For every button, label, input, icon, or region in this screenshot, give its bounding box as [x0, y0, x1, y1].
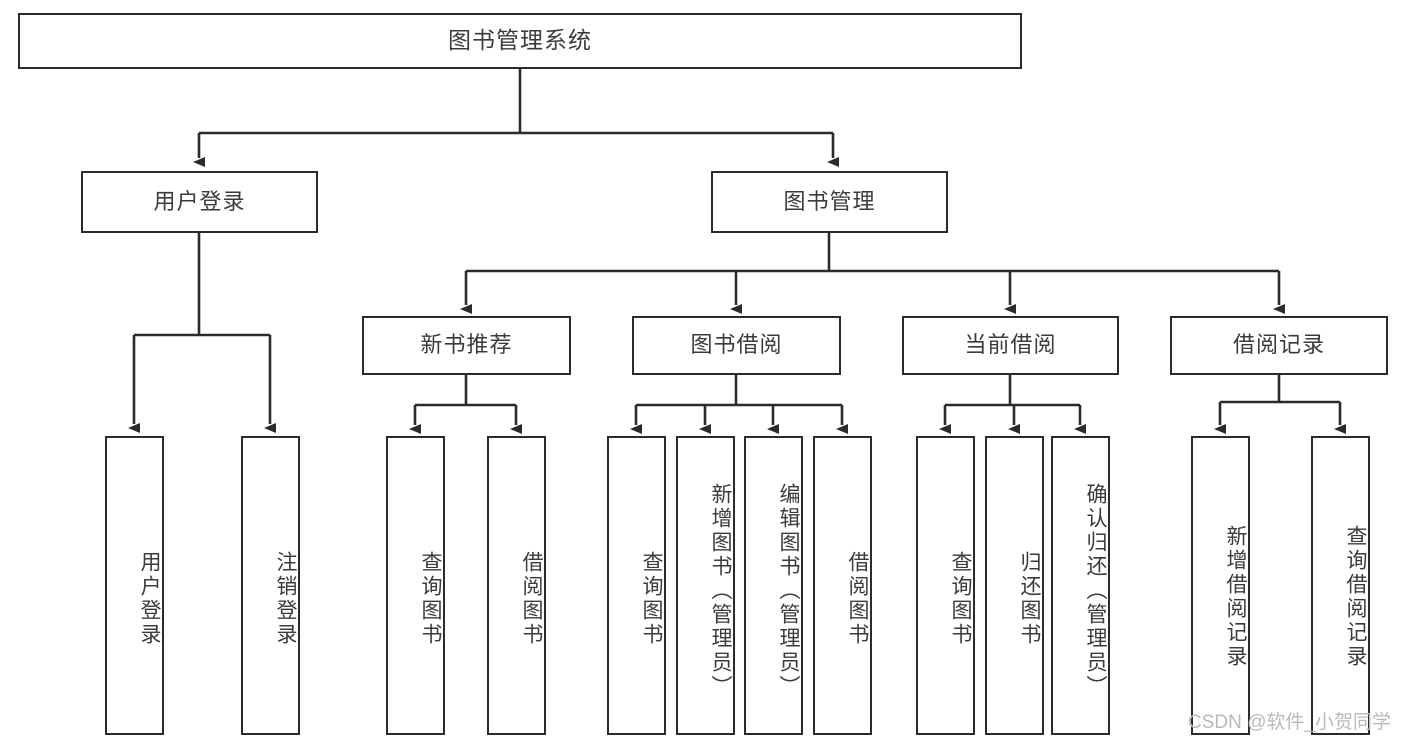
node-leaf-confirm-return-admin[interactable]: 确认归还（管理员）: [1051, 436, 1110, 735]
node-leaf-borrow-book-label: 借阅图书: [846, 550, 869, 647]
node-leaf-query-book-current[interactable]: 查询图书: [916, 436, 975, 735]
node-new-book-recommend[interactable]: 新书推荐: [362, 316, 571, 375]
node-leaf-user-logout-label: 注销登录: [274, 550, 297, 647]
node-leaf-query-borrow-record[interactable]: 查询借阅记录: [1311, 436, 1370, 735]
node-root-label: 图书管理系统: [448, 27, 592, 54]
node-leaf-query-book-recommend[interactable]: 查询图书: [386, 436, 445, 735]
node-leaf-query-book-current-label: 查询图书: [949, 550, 972, 647]
node-user-login[interactable]: 用户登录: [81, 171, 318, 233]
node-leaf-add-borrow-record-label: 新增借阅记录: [1224, 524, 1247, 669]
node-book-management-label: 图书管理: [783, 188, 876, 214]
csdn-watermark: CSDN @软件_小贺同学: [1188, 712, 1391, 733]
node-leaf-borrow-book[interactable]: 借阅图书: [813, 436, 872, 735]
node-current-borrow[interactable]: 当前借阅: [902, 316, 1119, 375]
node-root[interactable]: 图书管理系统: [18, 13, 1022, 69]
node-leaf-return-book-label: 归还图书: [1018, 550, 1041, 647]
node-leaf-query-book-borrow[interactable]: 查询图书: [607, 436, 666, 735]
node-user-login-label: 用户登录: [153, 188, 246, 214]
node-leaf-borrow-book-recommend[interactable]: 借阅图书: [487, 436, 546, 735]
node-borrow-record-label: 借阅记录: [1232, 332, 1325, 358]
node-new-book-recommend-label: 新书推荐: [420, 332, 513, 358]
node-leaf-edit-book-admin[interactable]: 编辑图书（管理员）: [744, 436, 803, 735]
node-leaf-add-book-admin[interactable]: 新增图书（管理员）: [676, 436, 735, 735]
node-leaf-user-login-label: 用户登录: [138, 550, 161, 647]
node-book-borrow[interactable]: 图书借阅: [632, 316, 841, 375]
node-leaf-add-borrow-record[interactable]: 新增借阅记录: [1191, 436, 1250, 735]
node-leaf-query-book-borrow-label: 查询图书: [640, 550, 663, 647]
node-leaf-user-login[interactable]: 用户登录: [105, 436, 164, 735]
node-leaf-query-book-recommend-label: 查询图书: [419, 550, 442, 647]
node-leaf-edit-book-admin-label: 编辑图书（管理员）: [777, 482, 800, 699]
node-borrow-record[interactable]: 借阅记录: [1170, 316, 1388, 375]
node-leaf-return-book[interactable]: 归还图书: [985, 436, 1044, 735]
node-leaf-add-book-admin-label: 新增图书（管理员）: [709, 482, 732, 699]
node-leaf-user-logout[interactable]: 注销登录: [241, 436, 300, 735]
node-current-borrow-label: 当前借阅: [964, 332, 1057, 358]
node-leaf-query-borrow-record-label: 查询借阅记录: [1344, 524, 1367, 669]
node-book-management[interactable]: 图书管理: [711, 171, 948, 233]
node-book-borrow-label: 图书借阅: [690, 332, 783, 358]
node-leaf-confirm-return-admin-label: 确认归还（管理员）: [1084, 482, 1107, 699]
node-leaf-borrow-book-recommend-label: 借阅图书: [520, 550, 543, 647]
